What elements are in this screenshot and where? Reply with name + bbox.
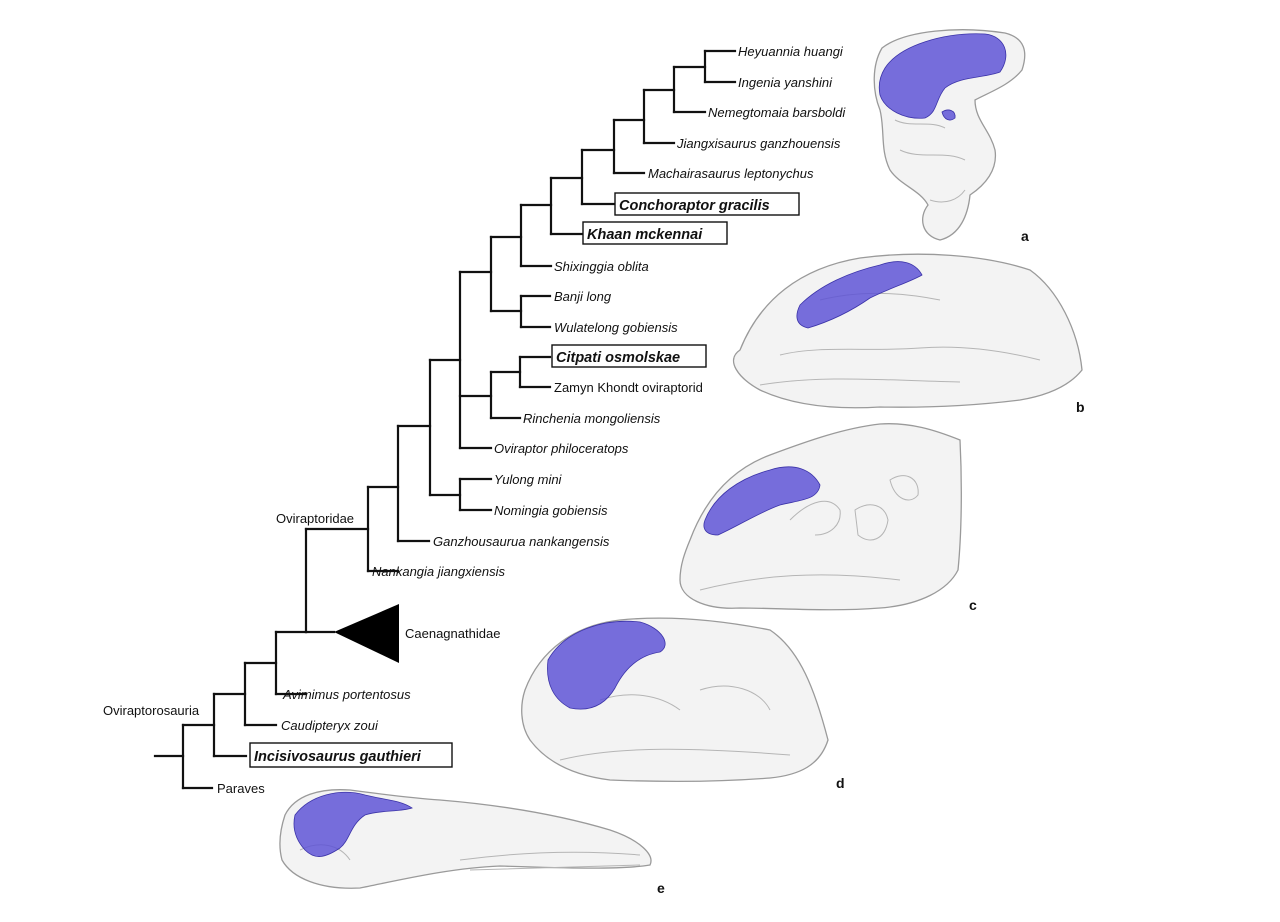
- skull-panel-e: [279, 789, 652, 889]
- taxon-box: [614, 192, 800, 216]
- brain-endocast-a: [878, 33, 1007, 119]
- taxon-label: Rinchenia mongoliensis: [523, 411, 661, 426]
- skull-panel-a: [873, 29, 1026, 241]
- taxon-label-boxed: Incisivosaurus gauthieri: [254, 749, 422, 765]
- taxon-label-boxed: Khaan mckennai: [587, 227, 703, 243]
- taxon-label: Ingenia yanshini: [738, 75, 833, 90]
- brain-endocast-b: [796, 261, 923, 329]
- taxon-label: Caudipteryx zoui: [281, 718, 379, 733]
- panel-letter-c: c: [969, 597, 977, 613]
- brain-endocast-e: [293, 792, 413, 857]
- panel-letter-d: d: [836, 775, 845, 791]
- taxon-label: Avimimus portentosus: [282, 687, 411, 702]
- skull-panel-b: [732, 253, 1083, 409]
- taxon-label: Paraves: [217, 781, 265, 796]
- clade-label-oviraptorosauria: Oviraptorosauria: [103, 703, 200, 718]
- taxon-label: Nankangia jiangxiensis: [372, 564, 505, 579]
- brain-endocast-c: [703, 466, 821, 536]
- panel-letter-a: a: [1021, 228, 1029, 244]
- taxon-box: [551, 344, 707, 368]
- taxon-label: Zamyn Khondt oviraptorid: [554, 380, 703, 395]
- brain-endocast-d: [547, 620, 666, 710]
- panel-letter-b: b: [1076, 399, 1085, 415]
- skull-panel-c: [679, 423, 962, 611]
- taxon-label: Banji long: [554, 289, 612, 304]
- clade-label-oviraptoridae: Oviraptoridae: [276, 511, 354, 526]
- skull-panel-d: [521, 617, 829, 782]
- taxon-box: [582, 221, 728, 245]
- taxon-label-boxed: Conchoraptor gracilis: [619, 198, 770, 214]
- taxon-label: Machairasaurus leptonychus: [648, 166, 814, 181]
- taxon-label: Yulong mini: [494, 472, 563, 487]
- taxon-label: Jiangxisaurus ganzhouensis: [676, 136, 841, 151]
- cladogram-branches: [153, 49, 737, 790]
- taxon-label: Nomingia gobiensis: [494, 503, 608, 518]
- taxon-box: [249, 742, 453, 768]
- taxon-label: Nemegtomaia barsboldi: [708, 105, 846, 120]
- taxon-label-boxed: Citpati osmolskae: [556, 350, 680, 366]
- taxon-label: Oviraptor philoceratops: [494, 441, 629, 456]
- taxon-label: Ganzhousaurua nankangensis: [433, 534, 610, 549]
- caenagnathidae-triangle: [334, 604, 399, 663]
- taxon-label: Heyuannia huangi: [738, 44, 844, 59]
- taxon-labels: Heyuannia huangi Ingenia yanshini Nemegt…: [217, 44, 846, 796]
- panel-letter-e: e: [657, 880, 665, 896]
- taxon-label: Shixinggia oblita: [554, 259, 649, 274]
- taxon-label: Wulatelong gobiensis: [554, 320, 678, 335]
- clade-label-caenagnathidae: Caenagnathidae: [405, 626, 500, 641]
